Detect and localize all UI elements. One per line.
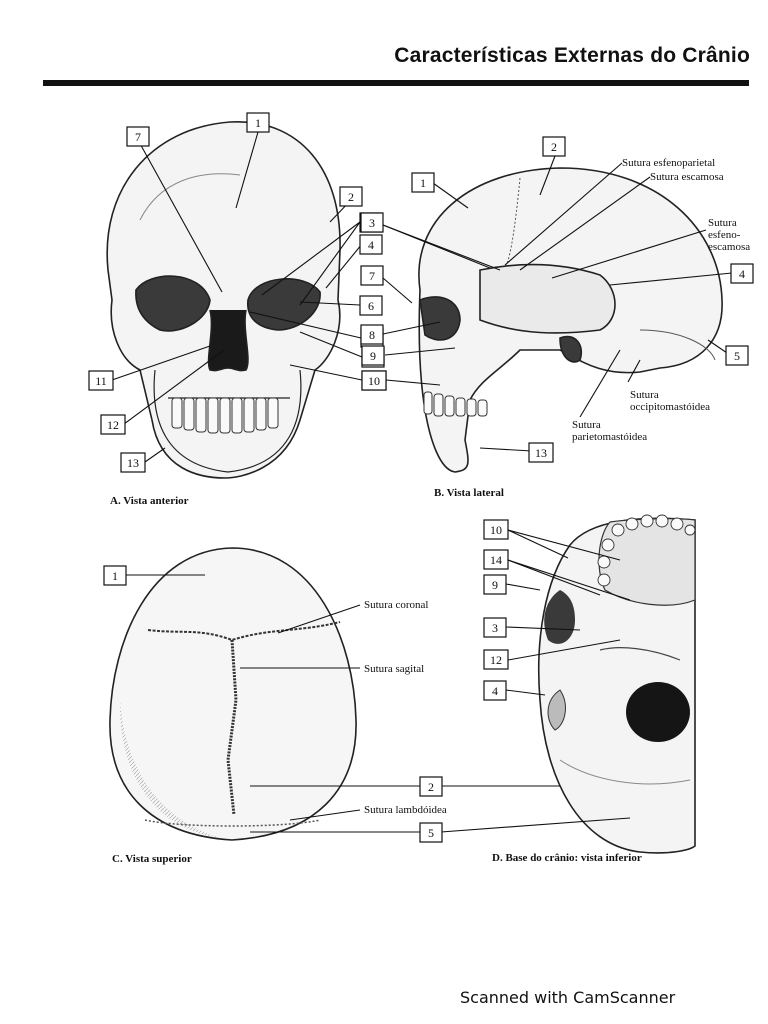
anterior-label-12: 12 <box>107 418 119 432</box>
lateral-label-5: 5 <box>734 349 740 363</box>
term-sutura-lambdoidea: Sutura lambdóidea <box>364 804 447 816</box>
anterior-label-6: 6 <box>368 299 374 313</box>
lateral-label-13: 13 <box>535 446 547 460</box>
lateral-label-3: 3 <box>369 216 375 230</box>
shared-label-2: 2 <box>428 780 434 794</box>
inferior-label-3: 3 <box>492 621 498 635</box>
lateral-label-2: 2 <box>551 140 557 154</box>
superior-suture-terms: Sutura coronal Sutura sagital Sutura lam… <box>364 599 447 816</box>
anterior-caption: A. Vista anterior <box>110 495 189 507</box>
term-sutura-esfenoparietal: Sutura esfenoparietal <box>622 157 715 169</box>
page-title: Características Externas do Crânio <box>394 44 750 67</box>
lateral-label-8: 8 <box>369 328 375 342</box>
anterior-skull-drawing <box>106 121 341 479</box>
superior-label-1: 1 <box>112 569 118 583</box>
inferior-leader-lines <box>250 529 631 833</box>
anterior-label-11: 11 <box>95 374 107 388</box>
term-esfenoescamosa-3: escamosa <box>708 241 750 253</box>
inferior-label-4: 4 <box>492 684 498 698</box>
term-occipitomastoidea-1: Sutura <box>630 389 659 401</box>
anterior-label-1: 1 <box>255 116 261 130</box>
inferior-label-12: 12 <box>490 653 502 667</box>
lateral-label-9: 9 <box>370 349 376 363</box>
term-esfenoescamosa-1: Sutura <box>708 217 737 229</box>
term-sutura-coronal: Sutura coronal <box>364 599 428 611</box>
superior-labels: 1 <box>103 565 127 586</box>
anterior-label-13: 13 <box>127 456 139 470</box>
term-sutura-escamosa: Sutura escamosa <box>650 171 724 183</box>
anterior-leader-lines <box>111 131 363 463</box>
anterior-label-4: 4 <box>368 238 374 252</box>
lateral-label-4: 4 <box>739 267 745 281</box>
inferior-label-9: 9 <box>492 578 498 592</box>
term-parietomastoidea-2: parietomastóidea <box>572 431 647 443</box>
inferior-caption: D. Base do crânio: vista inferior <box>492 852 642 864</box>
shared-label-5: 5 <box>428 826 434 840</box>
lateral-label-10: 10 <box>368 374 380 388</box>
lateral-labels-extra: 8 9 10 3 <box>360 212 387 391</box>
inferior-labels: 10 14 9 3 12 4 2 5 <box>419 519 509 843</box>
term-sutura-sagital: Sutura sagital <box>364 663 424 675</box>
anterior-label-2: 2 <box>348 190 354 204</box>
scanner-watermark: Scanned with CamScanner <box>460 988 676 1007</box>
lateral-label-7: 7 <box>369 269 375 283</box>
lateral-caption: B. Vista lateral <box>434 487 504 499</box>
lateral-suture-terms: Sutura esfenoparietal Sutura escamosa Su… <box>572 157 750 443</box>
inferior-label-10: 10 <box>490 523 502 537</box>
inferior-label-14: 14 <box>490 553 502 567</box>
anterior-label-7: 7 <box>135 130 141 144</box>
superior-leader-lines <box>125 574 361 821</box>
lateral-label-1: 1 <box>420 176 426 190</box>
inferior-skull-drawing <box>537 514 696 854</box>
lateral-leader-lines <box>382 155 733 452</box>
title-divider <box>43 80 749 86</box>
superior-caption: C. Vista superior <box>112 853 192 865</box>
lateral-skull-drawing <box>418 167 723 473</box>
term-occipitomastoidea-2: occipitomastóidea <box>630 401 710 413</box>
term-parietomastoidea-1: Sutura <box>572 419 601 431</box>
lateral-labels: 1 2 4 5 7 13 <box>360 136 754 463</box>
term-esfenoescamosa-2: esfeno- <box>708 229 741 241</box>
superior-skull-drawing <box>109 547 357 841</box>
